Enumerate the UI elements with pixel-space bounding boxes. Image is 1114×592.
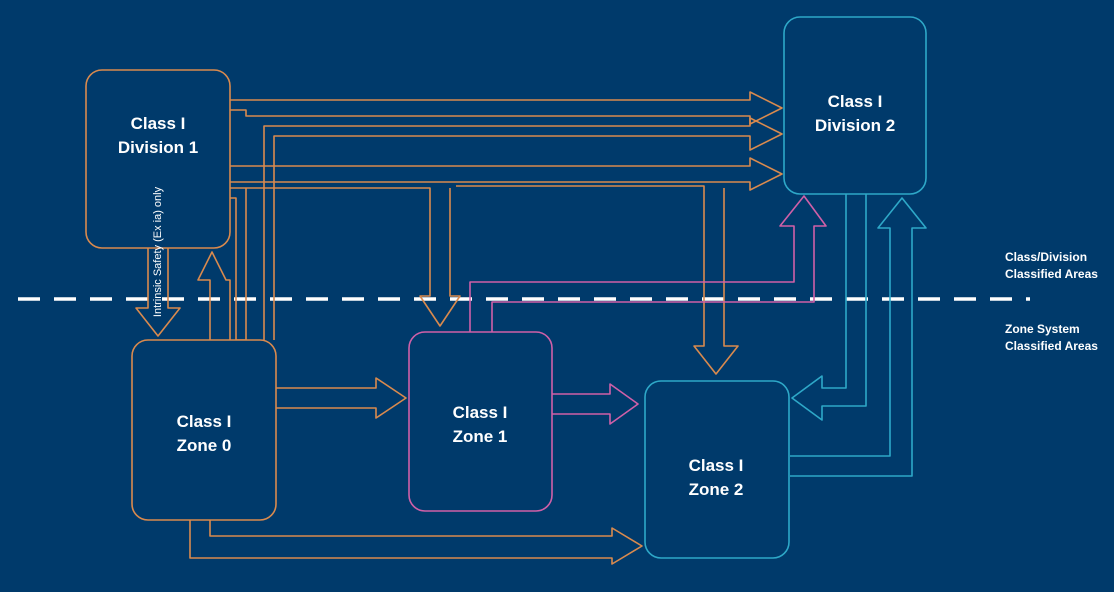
zone-system-label-line2: Classified Areas — [1005, 339, 1098, 353]
arrow-zone0-to-zone2 — [189, 520, 643, 565]
teal-arrows — [790, 194, 927, 477]
zone1-title-line2: Zone 1 — [453, 427, 508, 446]
pink-arrows — [469, 195, 827, 425]
zone-system-label-line1: Zone System — [1005, 322, 1080, 336]
division2-title-line1: Class I — [828, 92, 883, 111]
arrow-zone1-to-zone2 — [552, 383, 639, 425]
division2-title-line2: Division 2 — [815, 116, 895, 135]
arrow-div1-to-zone2 — [456, 185, 739, 375]
division1-title-line2: Division 1 — [118, 138, 198, 157]
zone0-title-line1: Class I — [177, 412, 232, 431]
intrinsic-safety-label: Intrinsic Safety (Ex ia) only — [152, 186, 164, 317]
zone0-title-line2: Zone 0 — [177, 436, 232, 455]
division1-title-line1: Class I — [131, 114, 186, 133]
arrow-div1-to-zone0 — [135, 248, 181, 337]
arrow-div1-to-div2-a — [230, 91, 783, 125]
arrow-div1-to-div2-b — [230, 157, 783, 191]
zone0-box — [131, 339, 277, 521]
division1-box — [85, 69, 231, 249]
arrow-zone0-to-div1 — [197, 251, 231, 340]
division2-box — [783, 16, 927, 195]
arrow-zone0-to-div2 — [263, 117, 783, 340]
zone2-box — [644, 380, 790, 559]
class-division-label-line2: Classified Areas — [1005, 267, 1098, 281]
arrow-div2-to-zone2 — [791, 194, 867, 421]
zone2-title-line2: Zone 2 — [689, 480, 744, 499]
zone1-title-line1: Class I — [453, 403, 508, 422]
zone2-title-line1: Class I — [689, 456, 744, 475]
arrow-zone0-to-zone1 — [276, 377, 407, 419]
arrow-zone1-to-div2 — [469, 195, 827, 332]
arrow-zone2-to-div2 — [790, 197, 927, 477]
class-division-label-line1: Class/Division — [1005, 250, 1087, 264]
zone1-box — [408, 331, 553, 512]
